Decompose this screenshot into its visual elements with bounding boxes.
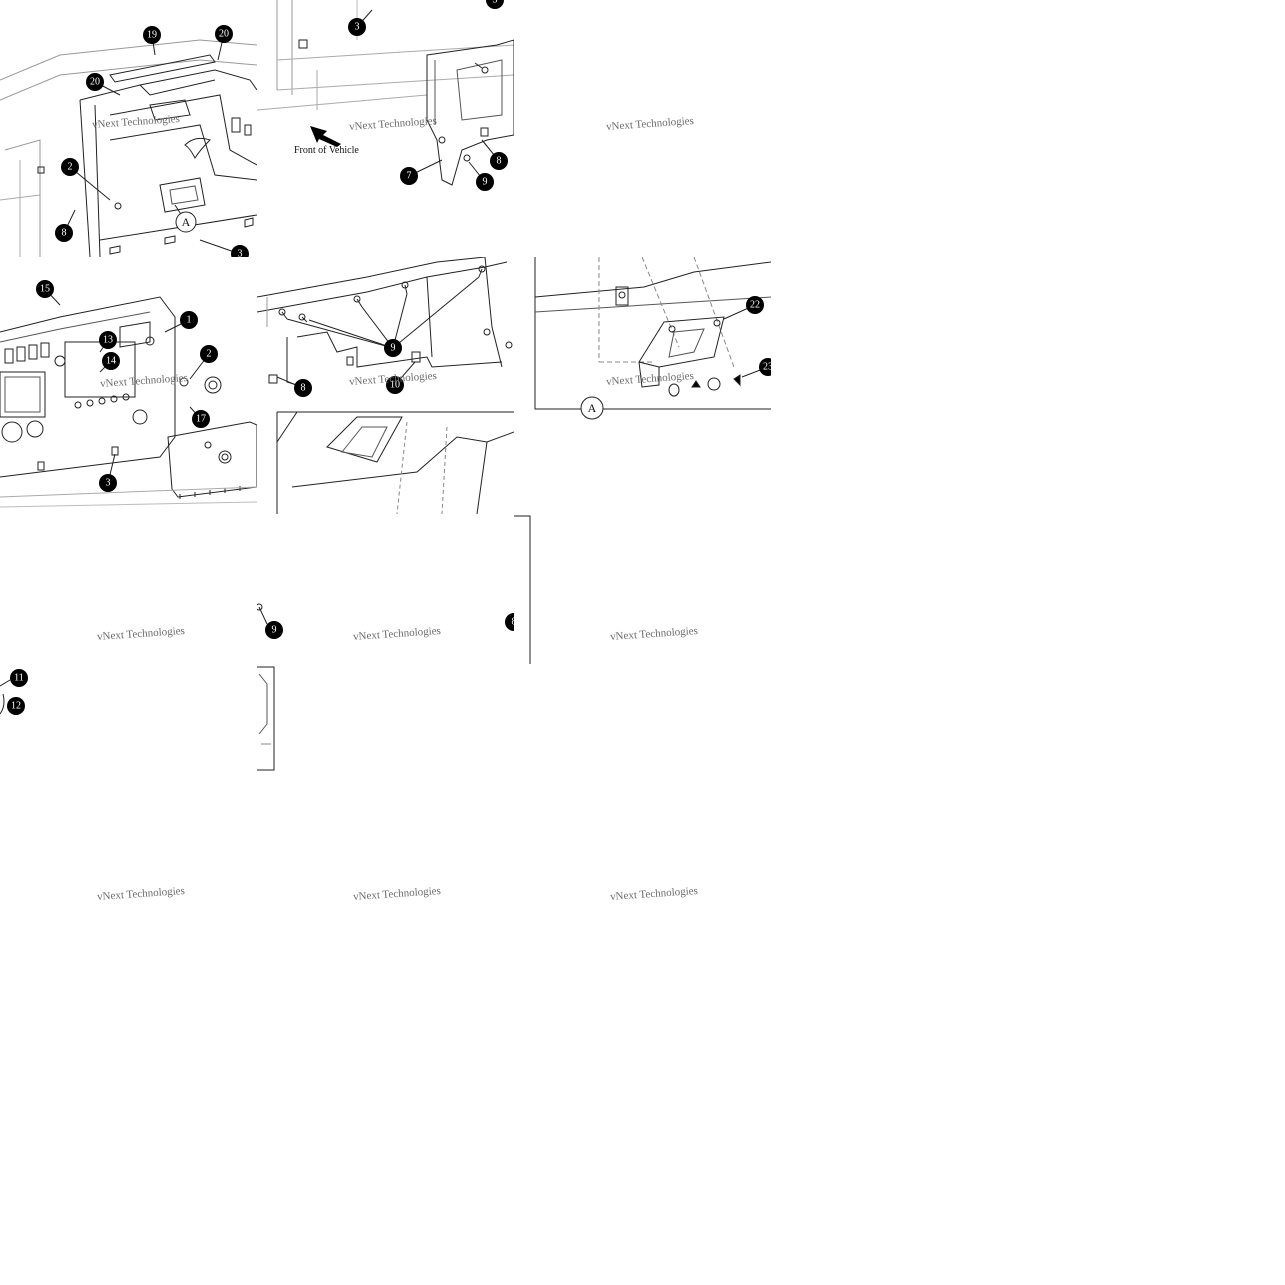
detail-a-marker[interactable]: A (175, 211, 197, 233)
svg-text:9: 9 (391, 343, 396, 354)
svg-text:3: 3 (355, 22, 360, 33)
view-blank-3: vNext Technologies (0, 771, 257, 1028)
callout-9[interactable]: 9 (476, 173, 494, 191)
callout-7[interactable]: 7 (400, 167, 418, 185)
detail-inset (276, 411, 514, 514)
svg-text:3: 3 (238, 249, 243, 258)
callout-8[interactable]: 8 (490, 152, 508, 170)
callout-1[interactable]: 1 (180, 311, 198, 329)
callout-3[interactable]: 3 (348, 18, 366, 36)
view-detail-a: 22 23 A vNext Technologies (514, 257, 771, 514)
svg-text:15: 15 (40, 284, 50, 295)
view-blank-4: vNext Technologies (257, 771, 514, 1028)
svg-text:A: A (588, 401, 597, 415)
callout-8[interactable]: 8 (294, 379, 312, 397)
callout-22[interactable]: 22 (746, 296, 764, 314)
callout-12[interactable]: 12 (7, 697, 25, 715)
callout-19[interactable]: 19 (143, 26, 161, 44)
box-edge-drawing (514, 515, 531, 664)
svg-text:3: 3 (106, 478, 111, 489)
svg-text:7: 7 (407, 171, 412, 182)
svg-text:8: 8 (301, 383, 306, 394)
watermark: vNext Technologies (96, 624, 186, 644)
detail-a-label[interactable]: A (580, 396, 604, 420)
callout-14[interactable]: 14 (102, 352, 120, 370)
svg-text:20: 20 (219, 29, 229, 40)
callout-3[interactable]: 3 (99, 474, 117, 492)
front-of-vehicle-label: Front of Vehicle (294, 145, 359, 156)
detail-a-drawing: 22 23 A (534, 257, 771, 420)
callout-2[interactable]: 2 (61, 158, 79, 176)
callout-20-left[interactable]: 20 (86, 73, 104, 91)
svg-text:14: 14 (106, 356, 116, 367)
svg-text:8: 8 (497, 156, 502, 167)
fragment-bracket-drawing (257, 666, 275, 771)
callout-8[interactable]: 8 (55, 224, 73, 242)
watermark: vNext Technologies (609, 884, 699, 904)
view-blank-2: vNext Technologies (0, 514, 257, 664)
view-side-panel: 3 5 7 8 9 Front of Vehicle vNext Technol… (257, 0, 514, 257)
watermark: vNext Technologies (605, 114, 695, 134)
callout-13[interactable]: 13 (99, 331, 117, 349)
callout-3[interactable]: 3 (231, 245, 249, 257)
view-box-edge: vNext Technologies (514, 514, 771, 664)
svg-text:20: 20 (90, 77, 100, 88)
lower-trim-drawing: 9 8 10 (257, 257, 514, 514)
watermark: vNext Technologies (96, 884, 186, 904)
svg-text:23: 23 (763, 362, 771, 373)
svg-text:10: 10 (390, 380, 400, 391)
view-fragment-bracket (257, 664, 277, 771)
side-panel-drawing: 3 5 7 8 9 (257, 0, 514, 191)
callout-17[interactable]: 17 (192, 410, 210, 428)
view-instrument-panel: 15 13 14 1 2 17 3 vNext Technologies (0, 257, 257, 514)
svg-text:8: 8 (512, 617, 515, 628)
svg-text:5: 5 (493, 0, 498, 6)
svg-text:12: 12 (11, 701, 21, 712)
callout-9[interactable]: 9 (384, 339, 402, 357)
view-dash-assembly: 19 20 20 2 8 3 A vNext Technologies (0, 0, 257, 257)
svg-text:9: 9 (272, 625, 277, 636)
svg-text:19: 19 (147, 30, 157, 41)
svg-text:1: 1 (187, 315, 192, 326)
svg-text:11: 11 (14, 673, 24, 684)
fragment-9-drawing: 9 8 (257, 603, 514, 639)
callout-2[interactable]: 2 (200, 345, 218, 363)
svg-text:2: 2 (68, 162, 73, 173)
view-fragment-11-12: 11 12 (0, 664, 257, 771)
callout-20-upper[interactable]: 20 (215, 25, 233, 43)
callout-5[interactable]: 5 (486, 0, 504, 9)
callout-9[interactable]: 9 (265, 621, 283, 639)
callout-10[interactable]: 10 (386, 376, 404, 394)
callout-8[interactable]: 8 (505, 613, 514, 631)
instrument-panel-drawing: 15 13 14 1 2 17 3 (0, 280, 257, 508)
callout-23[interactable]: 23 (759, 358, 771, 376)
front-arrow-icon (310, 126, 341, 147)
svg-text:2: 2 (207, 349, 212, 360)
svg-text:13: 13 (103, 335, 113, 346)
callout-11[interactable]: 11 (10, 669, 28, 687)
svg-text:9: 9 (483, 177, 488, 188)
view-blank-1: vNext Technologies (514, 0, 771, 257)
fragment-11-12-drawing: 11 12 (0, 669, 28, 715)
view-lower-trim: 9 8 10 vNext Technologies (257, 257, 514, 514)
watermark: vNext Technologies (352, 884, 442, 904)
view-fragment-9: 9 8 vNext Technologies (257, 514, 514, 664)
dash-assembly-drawing: 19 20 20 2 8 3 A (0, 25, 257, 257)
view-blank-5: vNext Technologies (514, 771, 771, 1028)
callout-15[interactable]: 15 (36, 280, 54, 298)
svg-text:A: A (182, 215, 191, 229)
svg-text:22: 22 (750, 300, 760, 311)
svg-text:8: 8 (62, 228, 67, 239)
svg-text:17: 17 (196, 414, 206, 425)
